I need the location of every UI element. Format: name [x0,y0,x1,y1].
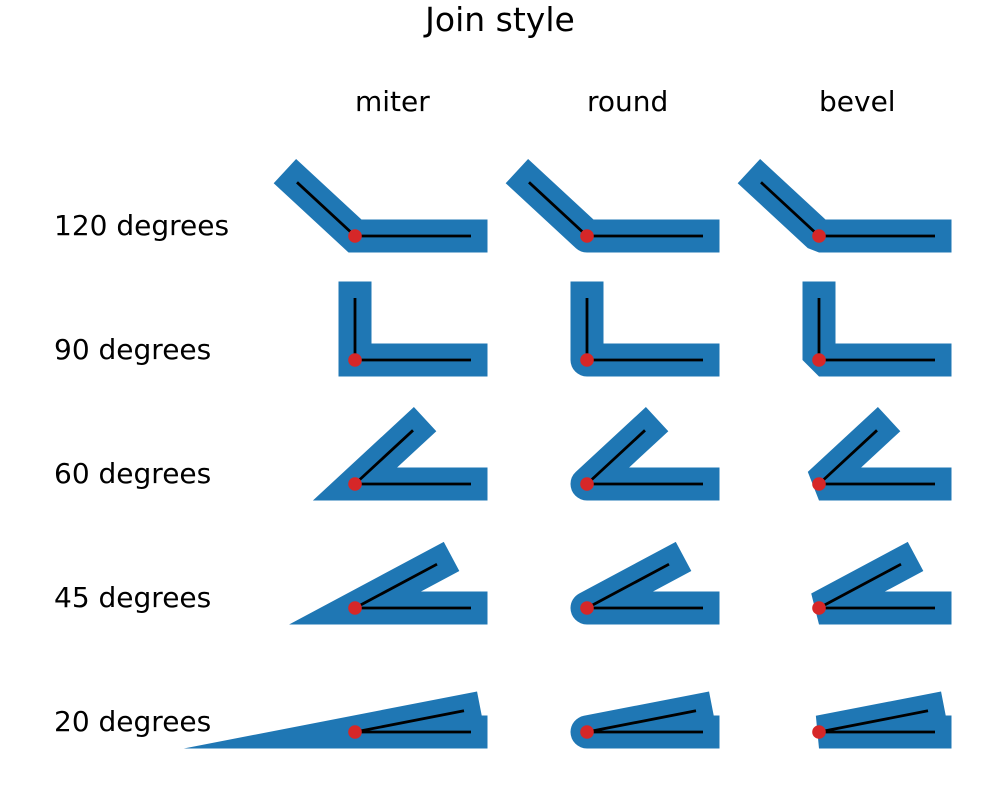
join-sample-round-60deg [570,406,720,501]
thick-joined-line [505,158,720,253]
vertex-dot [580,353,594,367]
join-sample-miter-20deg [183,691,488,749]
thick-joined-line [570,541,720,625]
vertex-dot [580,229,594,243]
vertex-dot [812,229,826,243]
thick-joined-line [273,158,488,253]
row-label-60-degrees: 60 degrees [54,457,212,490]
vertex-dot [580,725,594,739]
column-header-miter: miter [355,85,430,118]
thick-joined-line [570,281,720,377]
row-label-120-degrees: 120 degrees [54,209,230,242]
row-label-20-degrees: 20 degrees [54,705,212,738]
thick-joined-line [802,281,952,377]
join-sample-bevel-45deg [811,541,952,625]
join-sample-round-90deg [570,281,720,377]
thick-joined-line [807,406,952,501]
join-sample-miter-60deg [312,406,488,501]
thick-joined-line [338,281,488,377]
thick-joined-line [811,541,952,625]
column-header-round: round [587,85,669,118]
vertex-dot [580,477,594,491]
vertex-dot [348,477,362,491]
join-sample-miter-120deg [273,158,488,253]
vertex-dot [812,601,826,615]
join-sample-bevel-90deg [802,281,952,377]
join-sample-bevel-20deg [812,691,952,749]
join-sample-round-45deg [570,541,720,625]
vertex-dot [348,229,362,243]
join-sample-bevel-120deg [737,158,952,253]
vertex-dot [812,477,826,491]
vertex-dot [812,353,826,367]
vertex-dot [580,601,594,615]
vertex-dot [348,353,362,367]
thick-joined-line [312,406,488,501]
thick-joined-line [289,541,488,625]
figure-title: Join style [425,0,575,39]
join-sample-round-120deg [505,158,720,253]
join-sample-miter-90deg [338,281,488,377]
join-sample-bevel-60deg [807,406,952,501]
join-sample-miter-45deg [289,541,488,625]
join-sample-round-20deg [570,691,720,749]
vertex-dot [812,725,826,739]
thick-joined-line [570,406,720,501]
column-header-bevel: bevel [819,85,896,118]
thick-joined-line [737,158,952,253]
vertex-dot [348,601,362,615]
vertex-dot [348,725,362,739]
row-label-90-degrees: 90 degrees [54,333,212,366]
row-label-45-degrees: 45 degrees [54,581,212,614]
